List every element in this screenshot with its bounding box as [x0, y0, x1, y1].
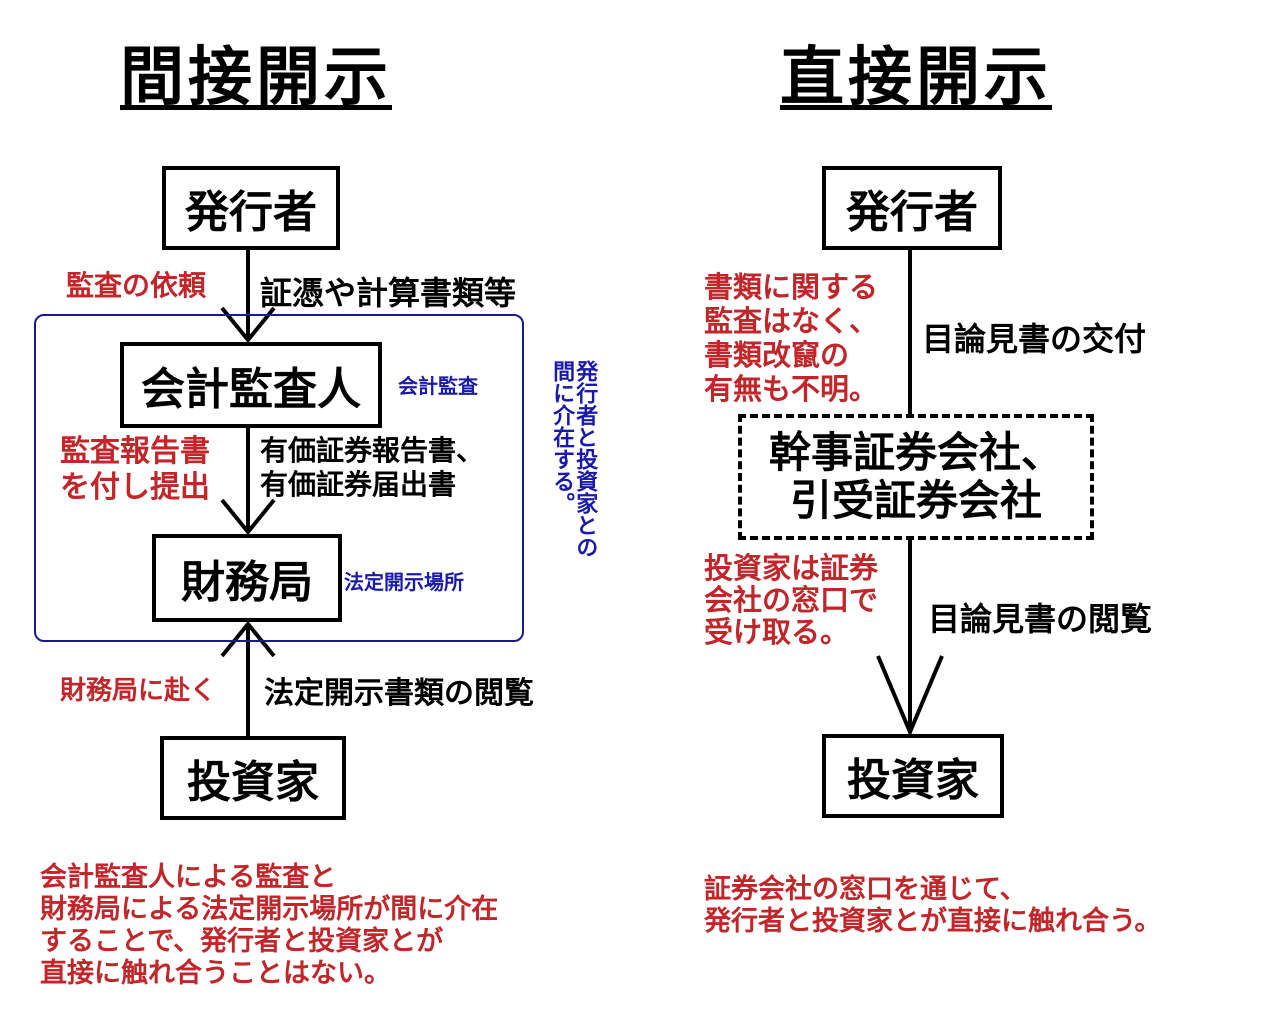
securities-report-label: 有価証券報告書、 有価証券届出書: [260, 434, 484, 501]
prospectus-delivery-label: 目論見書の交付: [922, 320, 1147, 358]
no-audit-line-3: 書類改竄の: [704, 338, 850, 372]
securities-report-line-2: 有価証券届出書: [260, 467, 457, 501]
indirect-summary-line-3: することで、発行者と投資家とが: [40, 926, 444, 957]
underwriter-line-2: 引受証券会社: [789, 476, 1042, 525]
no-audit-line-1: 書類に関する: [704, 270, 879, 304]
underwriter-box: 幹事証券会社、 引受証券会社: [738, 414, 1094, 540]
receive-line-3: 受け取る。: [704, 615, 850, 649]
intermediary-col-2: 間に介在する。: [549, 360, 575, 514]
direct-issuer-box: 発行者: [822, 166, 1002, 250]
finance-side-label: 法定開示場所: [344, 570, 464, 594]
direct-title: 直接開示: [780, 41, 1052, 115]
indirect-summary: 会計監査人による監査と 財務局による法定開示場所が間に介在 することで、発行者と…: [40, 862, 498, 990]
indirect-summary-line-4: 直接に触れ合うことはない。: [40, 958, 391, 989]
securities-report-line-1: 有価証券報告書、: [260, 434, 485, 467]
audit-report-line-1: 監査報告書: [60, 434, 210, 469]
browse-statutory-label: 法定開示書類の閲覧: [264, 676, 534, 711]
intermediary-frame: [34, 314, 524, 642]
direct-summary-line-2: 発行者と投資家とが直接に触れ合う。: [704, 906, 1162, 937]
indirect-summary-line-1: 会計監査人による監査と: [40, 862, 337, 893]
indirect-summary-line-2: 財務局による法定開示場所が間に介在: [40, 894, 499, 925]
auditor-box: 会計監査人: [120, 342, 382, 428]
evidence-label: 証憑や計算書類等: [260, 274, 517, 312]
audit-request-label: 監査の依頼: [66, 269, 207, 302]
audit-report-label: 監査報告書 を付し提出: [60, 434, 210, 506]
arrowhead-issuer-to-auditor: [220, 306, 276, 344]
no-audit-line-2: 監査はなく、: [704, 304, 879, 338]
arrowhead-underwriter-to-investor: [876, 655, 944, 738]
receive-line-1: 投資家は証券: [704, 551, 879, 585]
visit-finance-label: 財務局に赴く: [60, 676, 217, 706]
indirect-title: 間接開示: [120, 41, 392, 115]
no-audit-note: 書類に関する 監査はなく、 書類改竄の 有無も不明。: [704, 270, 878, 406]
finance-bureau-box: 財務局: [152, 534, 342, 622]
prospectus-browse-label: 目論見書の閲覧: [928, 600, 1153, 638]
no-audit-line-4: 有無も不明。: [704, 372, 879, 406]
direct-summary: 証券会社の窓口を通じて、 発行者と投資家とが直接に触れ合う。: [704, 874, 1161, 938]
indirect-investor-box: 投資家: [160, 736, 346, 820]
receive-line-2: 会社の窓口で: [704, 583, 879, 617]
indirect-issuer-box: 発行者: [162, 166, 340, 250]
arrowhead-investor-to-finance: [220, 620, 276, 658]
underwriter-line-1: 幹事証券会社、: [768, 427, 1063, 477]
intermediary-col-1: 発行者と投資家との: [572, 360, 598, 558]
auditor-side-label: 会計監査: [398, 374, 478, 398]
receive-note: 投資家は証券 会社の窓口で 受け取る。: [704, 552, 878, 648]
direct-summary-line-1: 証券会社の窓口を通じて、: [704, 874, 1027, 905]
arrowhead-auditor-to-finance: [220, 498, 276, 536]
intermediary-vertical-note: 発行者と投資家との 間に介在する。: [549, 360, 598, 600]
direct-investor-box: 投資家: [822, 734, 1004, 818]
audit-report-line-2: を付し提出: [60, 470, 210, 505]
